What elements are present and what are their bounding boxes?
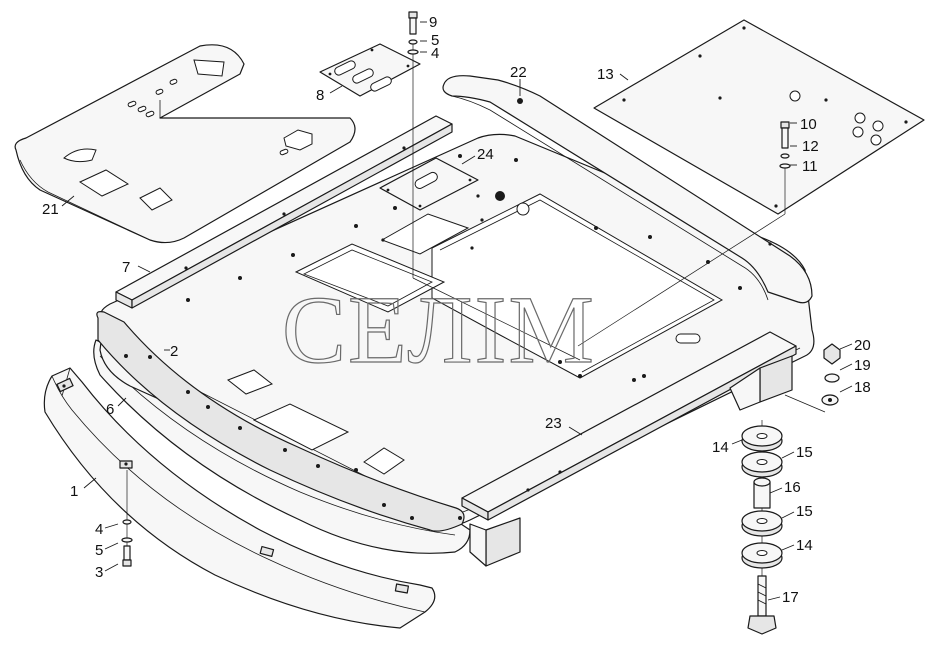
callout-5-bottom: 5	[95, 542, 103, 559]
part-7-left-plate	[115, 115, 453, 309]
part-13-top-plate	[593, 19, 925, 215]
callout-2: 2	[170, 343, 178, 360]
part-1-front-guard	[43, 367, 436, 629]
leader-lines	[61, 21, 853, 601]
callout-10: 10	[800, 116, 817, 133]
nut-washer-stack-right	[821, 343, 841, 406]
callout-1: 1	[70, 483, 78, 500]
callout-21: 21	[42, 201, 59, 218]
callout-4-top: 4	[431, 45, 439, 62]
callout-11: 11	[802, 158, 818, 175]
bolt-3-stack	[121, 519, 133, 567]
rubber-mount-stack	[741, 425, 783, 635]
assembly-axis-lines	[126, 40, 826, 600]
callout-labels: 9 5 4 8 13 22 24 21 7 2 6 1 4 5 3 23 10 …	[42, 14, 871, 606]
callout-15-bottom: 15	[796, 503, 813, 520]
part-24-slot-plate	[379, 157, 479, 211]
callout-22: 22	[510, 64, 527, 81]
bolt-9-stack	[407, 11, 419, 55]
callout-16: 16	[784, 479, 801, 496]
callout-12: 12	[802, 138, 819, 155]
callout-9: 9	[429, 14, 437, 31]
callout-24: 24	[477, 146, 494, 163]
mount-brackets	[469, 355, 793, 567]
bolt-10-stack	[779, 121, 791, 169]
callout-5-top: 5	[431, 32, 439, 49]
callout-20: 20	[854, 337, 871, 354]
callout-15-top: 15	[796, 444, 813, 461]
callout-4-bottom: 4	[95, 521, 103, 538]
part-23-right-channel	[461, 331, 797, 521]
callout-6: 6	[106, 401, 114, 418]
callout-8: 8	[316, 87, 324, 104]
callout-14-top: 14	[712, 439, 729, 456]
part-21-cover-panel	[14, 44, 356, 244]
callout-17: 17	[782, 589, 799, 606]
part-22-right-rail	[442, 75, 813, 304]
callout-18: 18	[854, 379, 871, 396]
callout-7: 7	[122, 259, 130, 276]
callout-19: 19	[854, 357, 871, 374]
callout-23: 23	[545, 415, 562, 432]
callout-13: 13	[597, 66, 614, 83]
part-8-slotted-plate	[319, 43, 421, 97]
watermark-text: СЕЛІМ	[282, 276, 596, 383]
callout-3: 3	[95, 564, 103, 581]
callout-14-bottom: 14	[796, 537, 813, 554]
